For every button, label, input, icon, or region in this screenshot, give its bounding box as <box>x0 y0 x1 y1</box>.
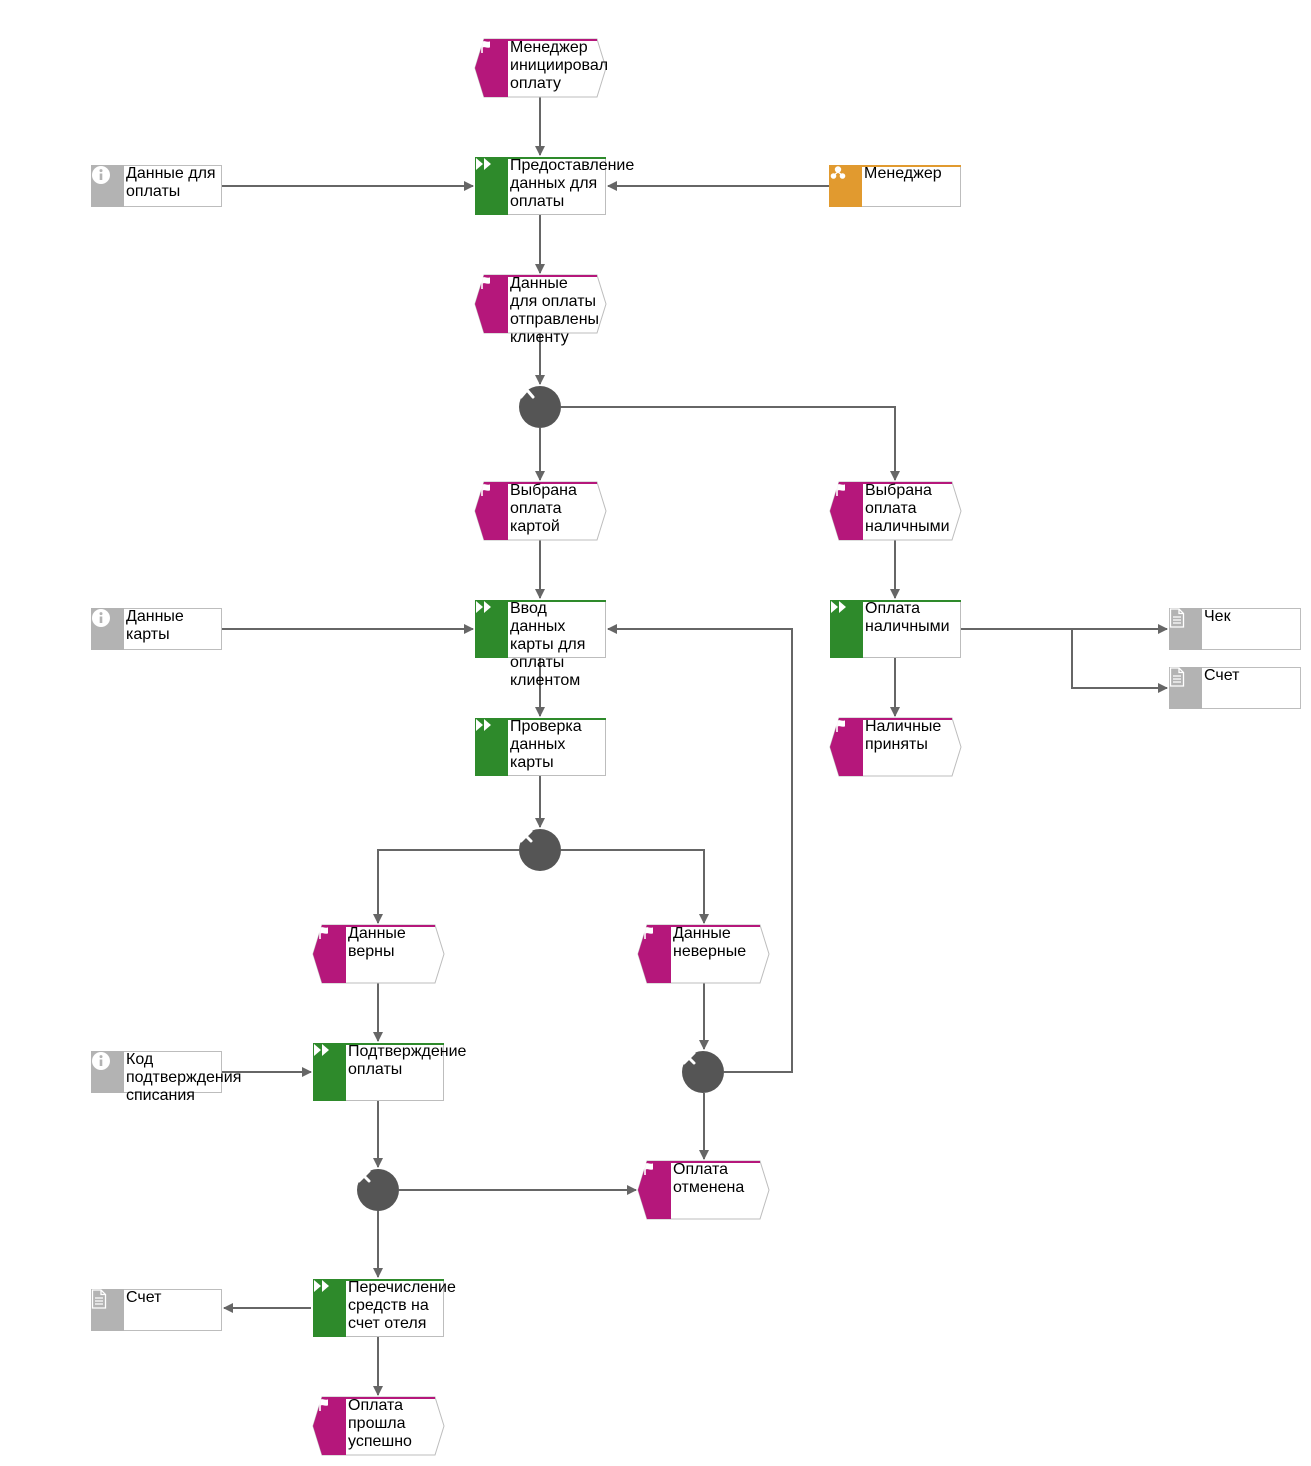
flag-icon <box>313 925 346 983</box>
e-success-label: Оплата прошла успешно <box>348 1397 412 1450</box>
d-check-label: Чек <box>1204 608 1231 625</box>
e-cancel-label: Оплата отменена <box>673 1161 745 1196</box>
e-card-label: Выбрана оплата картой <box>510 482 577 535</box>
flag-icon <box>475 275 508 333</box>
event-node-e_valid[interactable] <box>312 924 445 984</box>
event-node-e_invalid[interactable] <box>637 924 770 984</box>
f-verify-label: Проверка данных карты <box>510 718 582 771</box>
flag-icon <box>475 39 508 97</box>
f-entercard-label: Ввод данных карты для оплаты клиентом <box>510 600 586 689</box>
xor-operator-icon <box>682 1051 724 1093</box>
connector-g_xor1-to-e_invalid <box>561 849 709 924</box>
flag-icon <box>830 482 863 540</box>
f-transfer-label: Перечисление средств на счет отеля <box>348 1279 456 1332</box>
flag-icon <box>830 718 863 776</box>
fast-forward-icon <box>475 600 508 658</box>
document-icon <box>1169 608 1202 650</box>
function-node-f_cashpay[interactable] <box>830 600 961 658</box>
i-carddata-label: Данные карты <box>126 608 184 643</box>
fast-forward-icon <box>830 600 863 658</box>
e-cash-label: Выбрана оплата наличными <box>865 482 950 535</box>
info-node-i_carddata[interactable] <box>91 608 222 650</box>
user-group-icon <box>829 165 862 207</box>
event-node-e_initiated[interactable] <box>474 38 607 98</box>
and-operator-icon <box>519 386 561 428</box>
connector-g_xor1-to-e_valid <box>373 849 519 924</box>
function-node-f_entercard[interactable] <box>475 600 606 658</box>
event-node-e_sent[interactable] <box>474 274 607 334</box>
event-node-e_success[interactable] <box>312 1396 445 1456</box>
f-provide-label: Предоставление данных для оплаты <box>510 157 635 210</box>
function-node-f_transfer[interactable] <box>313 1279 444 1337</box>
fast-forward-icon <box>313 1043 346 1101</box>
fast-forward-icon <box>313 1279 346 1337</box>
event-node-e_cashok[interactable] <box>829 717 962 777</box>
function-node-f_provide[interactable] <box>475 157 606 215</box>
document-node-d_invoice2[interactable] <box>91 1289 222 1331</box>
i-code-label: Код подтверждения списания <box>126 1051 242 1104</box>
connector-f_cashpay-to-d_invoice1 <box>1071 629 1168 693</box>
document-icon <box>91 1289 124 1331</box>
role-node-r_manager[interactable] <box>829 165 961 207</box>
event-node-e_card[interactable] <box>474 481 607 541</box>
and-gateway[interactable] <box>519 386 561 428</box>
connector-g_xor3-to-f_entercard <box>607 624 793 1073</box>
flag-icon <box>638 925 671 983</box>
document-icon <box>1169 667 1202 709</box>
i-paydata-label: Данные для оплаты <box>126 165 216 200</box>
info-icon <box>91 165 124 207</box>
event-node-e_cancel[interactable] <box>637 1160 770 1220</box>
d-invoice2-label: Счет <box>126 1289 162 1306</box>
flag-icon <box>475 482 508 540</box>
info-icon <box>91 1051 124 1093</box>
xor-operator-icon <box>519 829 561 871</box>
function-node-f_verify[interactable] <box>475 718 606 776</box>
f-confirm-label: Подтверждение оплаты <box>348 1043 467 1078</box>
e-invalid-label: Данные неверные <box>673 925 747 960</box>
e-initiated-label: Менеджер инициировал оплату <box>510 39 609 92</box>
fast-forward-icon <box>475 718 508 776</box>
r-manager-label: Менеджер <box>864 165 942 182</box>
d-invoice1-label: Счет <box>1204 667 1240 684</box>
event-node-e_cash[interactable] <box>829 481 962 541</box>
function-node-f_confirm[interactable] <box>313 1043 444 1101</box>
f-cashpay-label: Оплата наличными <box>865 600 950 635</box>
e-cashok-label: Наличные приняты <box>865 718 942 753</box>
info-node-i_paydata[interactable] <box>91 165 222 207</box>
fast-forward-icon <box>475 157 508 215</box>
document-node-d_check[interactable] <box>1169 608 1301 650</box>
xor-operator-icon <box>357 1169 399 1211</box>
connector-g_and-to-e_cash <box>561 406 900 481</box>
info-icon <box>91 608 124 650</box>
flag-icon <box>638 1161 671 1219</box>
e-valid-label: Данные верны <box>348 925 406 960</box>
info-node-i_code[interactable] <box>91 1051 222 1093</box>
document-node-d_invoice1[interactable] <box>1169 667 1301 709</box>
e-sent-label: Данные для оплаты отправлены клиенту <box>510 275 600 346</box>
flag-icon <box>313 1397 346 1455</box>
